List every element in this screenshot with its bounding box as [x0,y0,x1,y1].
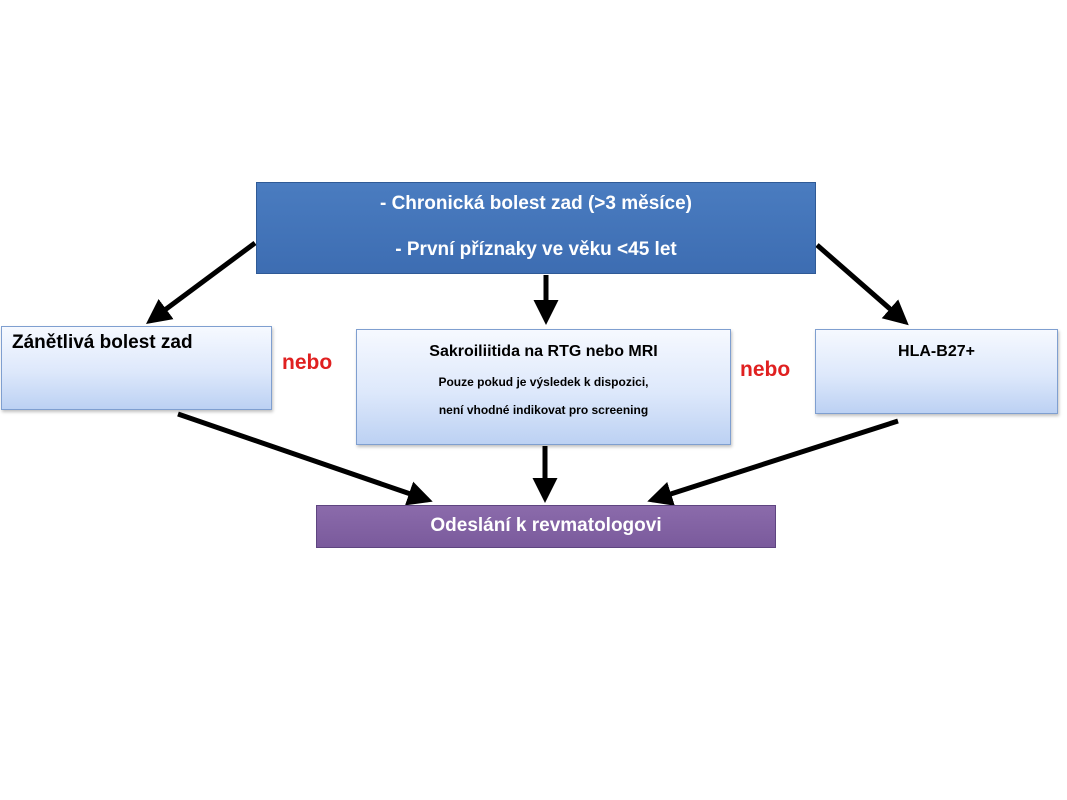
or-label-right: nebo [740,358,791,381]
referral-box: Odeslání k revmatologovi [316,505,776,548]
sacroiliitis-note-2: není vhodné indikovat pro screening [438,403,649,417]
criteria-line-1: - Chronická bolest zad (>3 měsíce) [379,193,692,214]
arrow-top-to-left [145,240,257,324]
inflammatory-back-pain-box: Zánětlivá bolest zad [1,326,272,410]
hla-b27-box: HLA-B27+ [815,329,1058,414]
arrow-top-to-right [815,243,909,326]
sacroiliitis-title: Sakroiliitida na RTG nebo MRI [429,343,658,360]
sacroiliitis-box: Sakroiliitida na RTG nebo MRI Pouze poku… [356,329,731,445]
sacroiliitis-note-1: Pouze pokud je výsledek k dispozici, [438,375,649,389]
inflammatory-back-pain-label: Zánětlivá bolest zad [12,332,193,353]
hla-b27-label: HLA-B27+ [898,343,975,360]
criteria-box: - Chronická bolest zad (>3 měsíce) - Prv… [256,182,816,274]
referral-label: Odeslání k revmatologovi [430,515,662,536]
or-label-left: nebo [282,351,333,374]
criteria-line-2: - První příznaky ve věku <45 let [395,239,677,260]
